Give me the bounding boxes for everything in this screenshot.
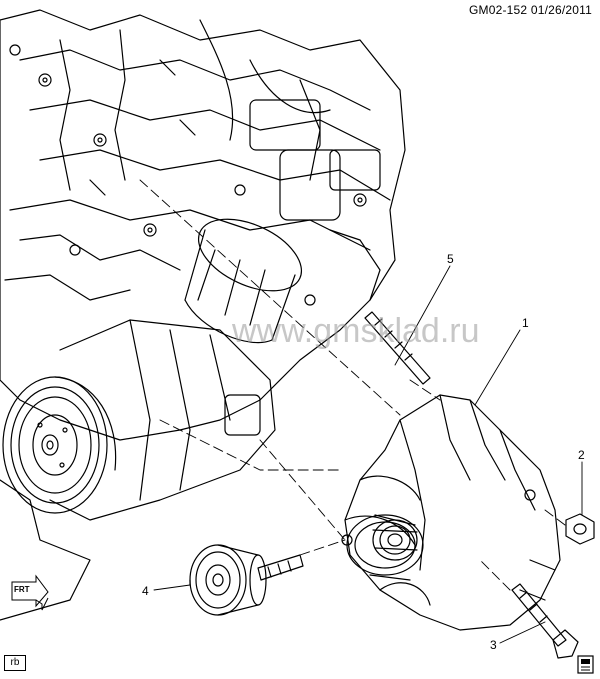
callout-2: 2 <box>578 448 585 462</box>
front-indicator-label: FRT <box>14 585 30 594</box>
watermark-text: www.gmsklad.ru <box>232 312 480 350</box>
leader-lines <box>153 265 583 644</box>
corner-tag: rb <box>4 655 26 671</box>
diagram-header: GM02-152 01/26/2011 <box>469 3 592 17</box>
ac-compressor <box>49 319 276 521</box>
idler-pulley <box>189 544 267 616</box>
document-icon <box>577 655 594 674</box>
generator-pulley <box>372 519 418 561</box>
generator-bolt <box>511 583 579 659</box>
diagram-date: 01/26/2011 <box>530 3 592 17</box>
generator-stud <box>364 311 431 385</box>
callout-4: 4 <box>142 584 149 598</box>
generator <box>341 394 561 631</box>
mounting-bracket <box>0 479 91 621</box>
generator-nut <box>565 513 595 545</box>
front-arrow-icon <box>11 574 49 611</box>
diagram-code: GM02-152 <box>468 3 528 17</box>
engine-block <box>0 9 406 441</box>
alignment-lines <box>139 179 566 591</box>
callout-5: 5 <box>447 252 454 266</box>
callout-1: 1 <box>522 316 529 330</box>
ac-compressor-pulley <box>2 376 117 514</box>
callout-3: 3 <box>490 638 497 652</box>
oil-filter <box>184 218 303 344</box>
idler-pulley-bolt <box>257 554 304 581</box>
